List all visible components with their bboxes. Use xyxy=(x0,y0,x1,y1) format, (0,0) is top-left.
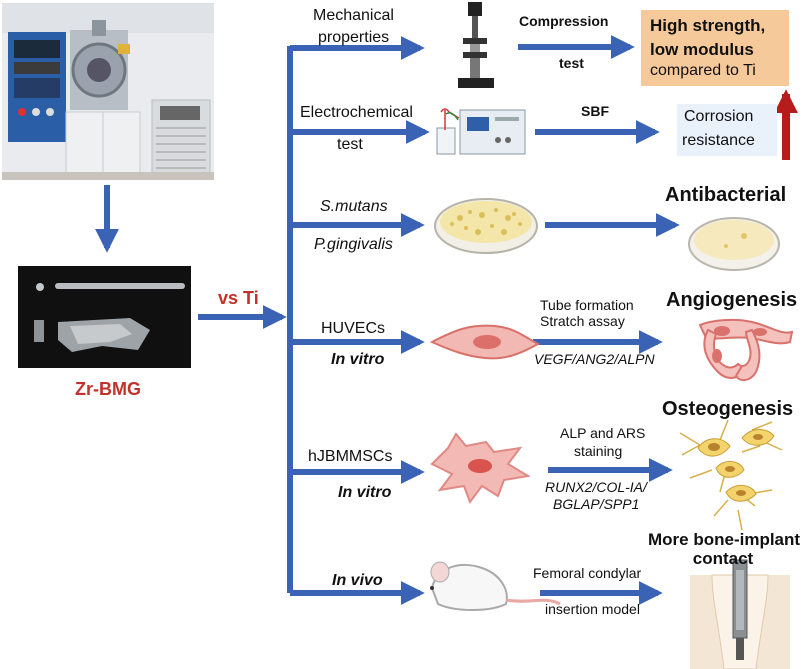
electrochemical-workstation-icon xyxy=(436,108,526,155)
pgingivalis-label: P.gingivalis xyxy=(314,236,393,253)
corrosion-result-box: Corrosion resistance xyxy=(677,104,777,156)
mouse-icon xyxy=(430,561,561,611)
clear-petri-dish-icon xyxy=(688,217,780,271)
insertion-model-label: insertion model xyxy=(545,601,640,617)
antibacterial-result: Antibacterial xyxy=(665,184,787,206)
petri-dish-colonies-icon xyxy=(434,198,538,254)
stem-cell-icon xyxy=(430,432,531,505)
stratch-assay-label: Stratch assay xyxy=(540,313,625,329)
invivo-label: In vivo xyxy=(332,572,383,589)
mechanical-result-box: High strength, low modulus compared to T… xyxy=(641,10,789,86)
mechanical-result-line-2: low modulus xyxy=(650,40,754,59)
compression-label: Compression xyxy=(519,13,609,29)
equipment-photo xyxy=(2,3,214,180)
material-label: Zr-BMG xyxy=(75,379,141,399)
bone-implant-icon xyxy=(690,559,790,669)
alp-ars-label: ALP and ARS xyxy=(560,425,646,441)
osteo-invitro-label: In vitro xyxy=(338,484,392,501)
staining-label: staining xyxy=(574,443,623,459)
tube-formation-icon xyxy=(698,318,794,382)
hjbmmscs-label: hJBMMSCs xyxy=(308,448,393,465)
comparison-label: vs Ti xyxy=(218,288,259,308)
angio-genes-label: VEGF/ANG2/ALPN xyxy=(534,351,655,367)
electrochemical-label-1: Electrochemical xyxy=(300,104,413,121)
invivo-result-line-1: More bone-implant xyxy=(648,530,801,549)
osteogenesis-result: Osteogenesis xyxy=(662,398,794,420)
test-label: test xyxy=(559,55,584,71)
mechanical-label-1: Mechanical xyxy=(313,7,394,24)
angio-invitro-label: In vitro xyxy=(331,351,385,368)
femoral-label: Femoral condylar xyxy=(533,565,642,581)
huvecs-label: HUVECs xyxy=(321,320,386,337)
osteo-genes-label-2: BGLAP/SPP1 xyxy=(553,496,640,512)
corrosion-result-line-2: resistance xyxy=(682,132,755,149)
osteoblast-cells-icon xyxy=(679,419,783,531)
osteo-genes-label-1: RUNX2/COL-IA/ xyxy=(545,479,647,495)
mechanical-label-2: properties xyxy=(318,29,390,46)
smutans-label: S.mutans xyxy=(320,198,388,215)
mechanical-result-line-1: High strength, xyxy=(650,16,766,35)
sample-photo xyxy=(18,266,191,368)
corrosion-result-line-1: Corrosion xyxy=(684,108,754,125)
mechanical-result-line-3: compared to Ti xyxy=(650,62,756,79)
compression-tester-icon xyxy=(458,2,494,88)
sbf-label: SBF xyxy=(581,103,609,119)
tube-formation-label: Tube formation xyxy=(540,297,634,313)
electrochemical-label-2: test xyxy=(337,136,363,153)
angiogenesis-result: Angiogenesis xyxy=(666,289,798,311)
endothelial-cell-icon xyxy=(429,324,541,360)
invivo-result-line-2: contact xyxy=(692,549,754,568)
